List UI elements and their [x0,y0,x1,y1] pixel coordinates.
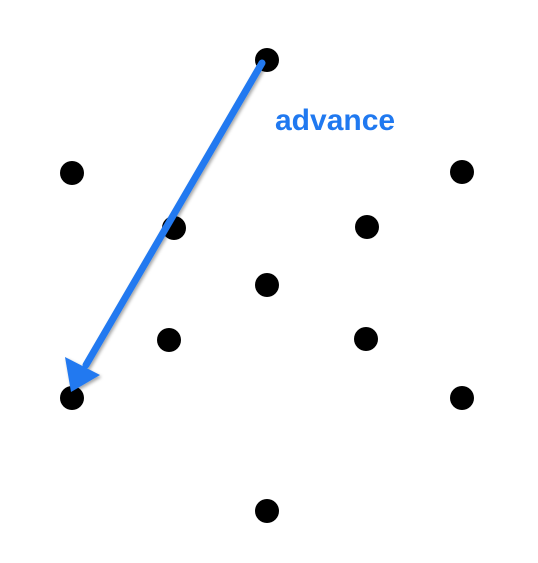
arrow-label: advance [275,104,395,137]
dot-inner-upper-right [355,215,379,239]
dot-group [60,48,474,523]
dot-lower-right [450,386,474,410]
arrow-head [65,357,100,392]
dot-lower-left [60,386,84,410]
arrow-shaft [82,59,266,369]
dot-center [255,273,279,297]
dot-upper-left [60,161,84,185]
dot-inner-lower-left [157,328,181,352]
dot-inner-lower-right [354,327,378,351]
advance-arrow [65,59,266,392]
dot-upper-right [450,160,474,184]
dot-bottom [255,499,279,523]
